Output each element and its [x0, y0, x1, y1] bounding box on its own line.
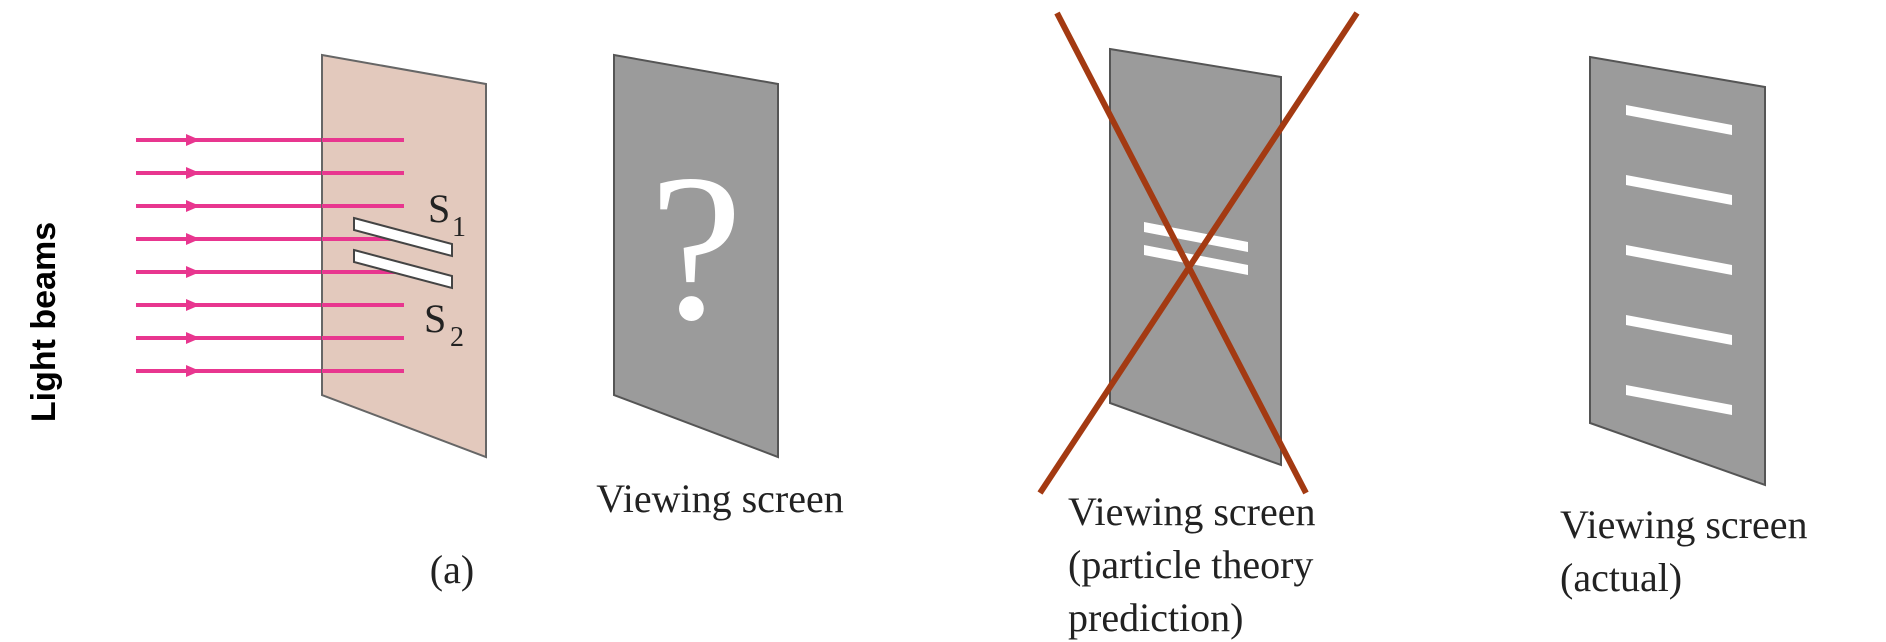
viewing-screen-caption-a: Viewing screen — [596, 476, 844, 521]
panel-label-a: (a) — [430, 547, 474, 592]
slit-s2 — [353, 248, 453, 290]
light-beam-arrow-icon — [186, 365, 200, 377]
question-mark: ? — [649, 132, 742, 364]
viewing-screen-actual — [1589, 55, 1766, 487]
cross-line-1 — [1054, 11, 1309, 495]
s2-subscript: 2 — [450, 322, 464, 353]
light-beam-arrow-icon — [186, 167, 200, 179]
light-beam-arrow-icon — [186, 266, 200, 278]
slit-s1 — [353, 216, 453, 258]
actual-caption-line2: (actual) — [1560, 555, 1682, 600]
particle-caption-line1: Viewing screen — [1068, 489, 1316, 534]
slit-barrier — [321, 53, 487, 459]
actual-fringes — [1626, 105, 1732, 415]
cross-line-2 — [1037, 11, 1360, 495]
s1-subscript: 1 — [452, 212, 466, 243]
actual-fringe — [1626, 385, 1732, 415]
light-beam-arrow-icon — [186, 134, 200, 146]
viewing-screen-unknown — [613, 53, 779, 459]
s1-label: S — [428, 186, 450, 231]
actual-fringe — [1626, 245, 1732, 275]
light-beams-label: Light beams — [25, 222, 63, 422]
light-beam-arrow-icon — [186, 233, 200, 245]
light-beams — [136, 134, 322, 377]
actual-caption-line1: Viewing screen — [1560, 502, 1808, 547]
light-beam-arrow-icon — [186, 299, 200, 311]
actual-fringe — [1626, 175, 1732, 205]
light-beam-arrow-icon — [186, 332, 200, 344]
actual-fringe — [1626, 315, 1732, 345]
particle-caption-line3: prediction) — [1068, 595, 1244, 640]
light-beam-arrow-icon — [186, 200, 200, 212]
s2-label: S — [424, 296, 446, 341]
actual-fringe — [1626, 105, 1732, 135]
particle-caption-line2: (particle theory — [1068, 542, 1313, 587]
